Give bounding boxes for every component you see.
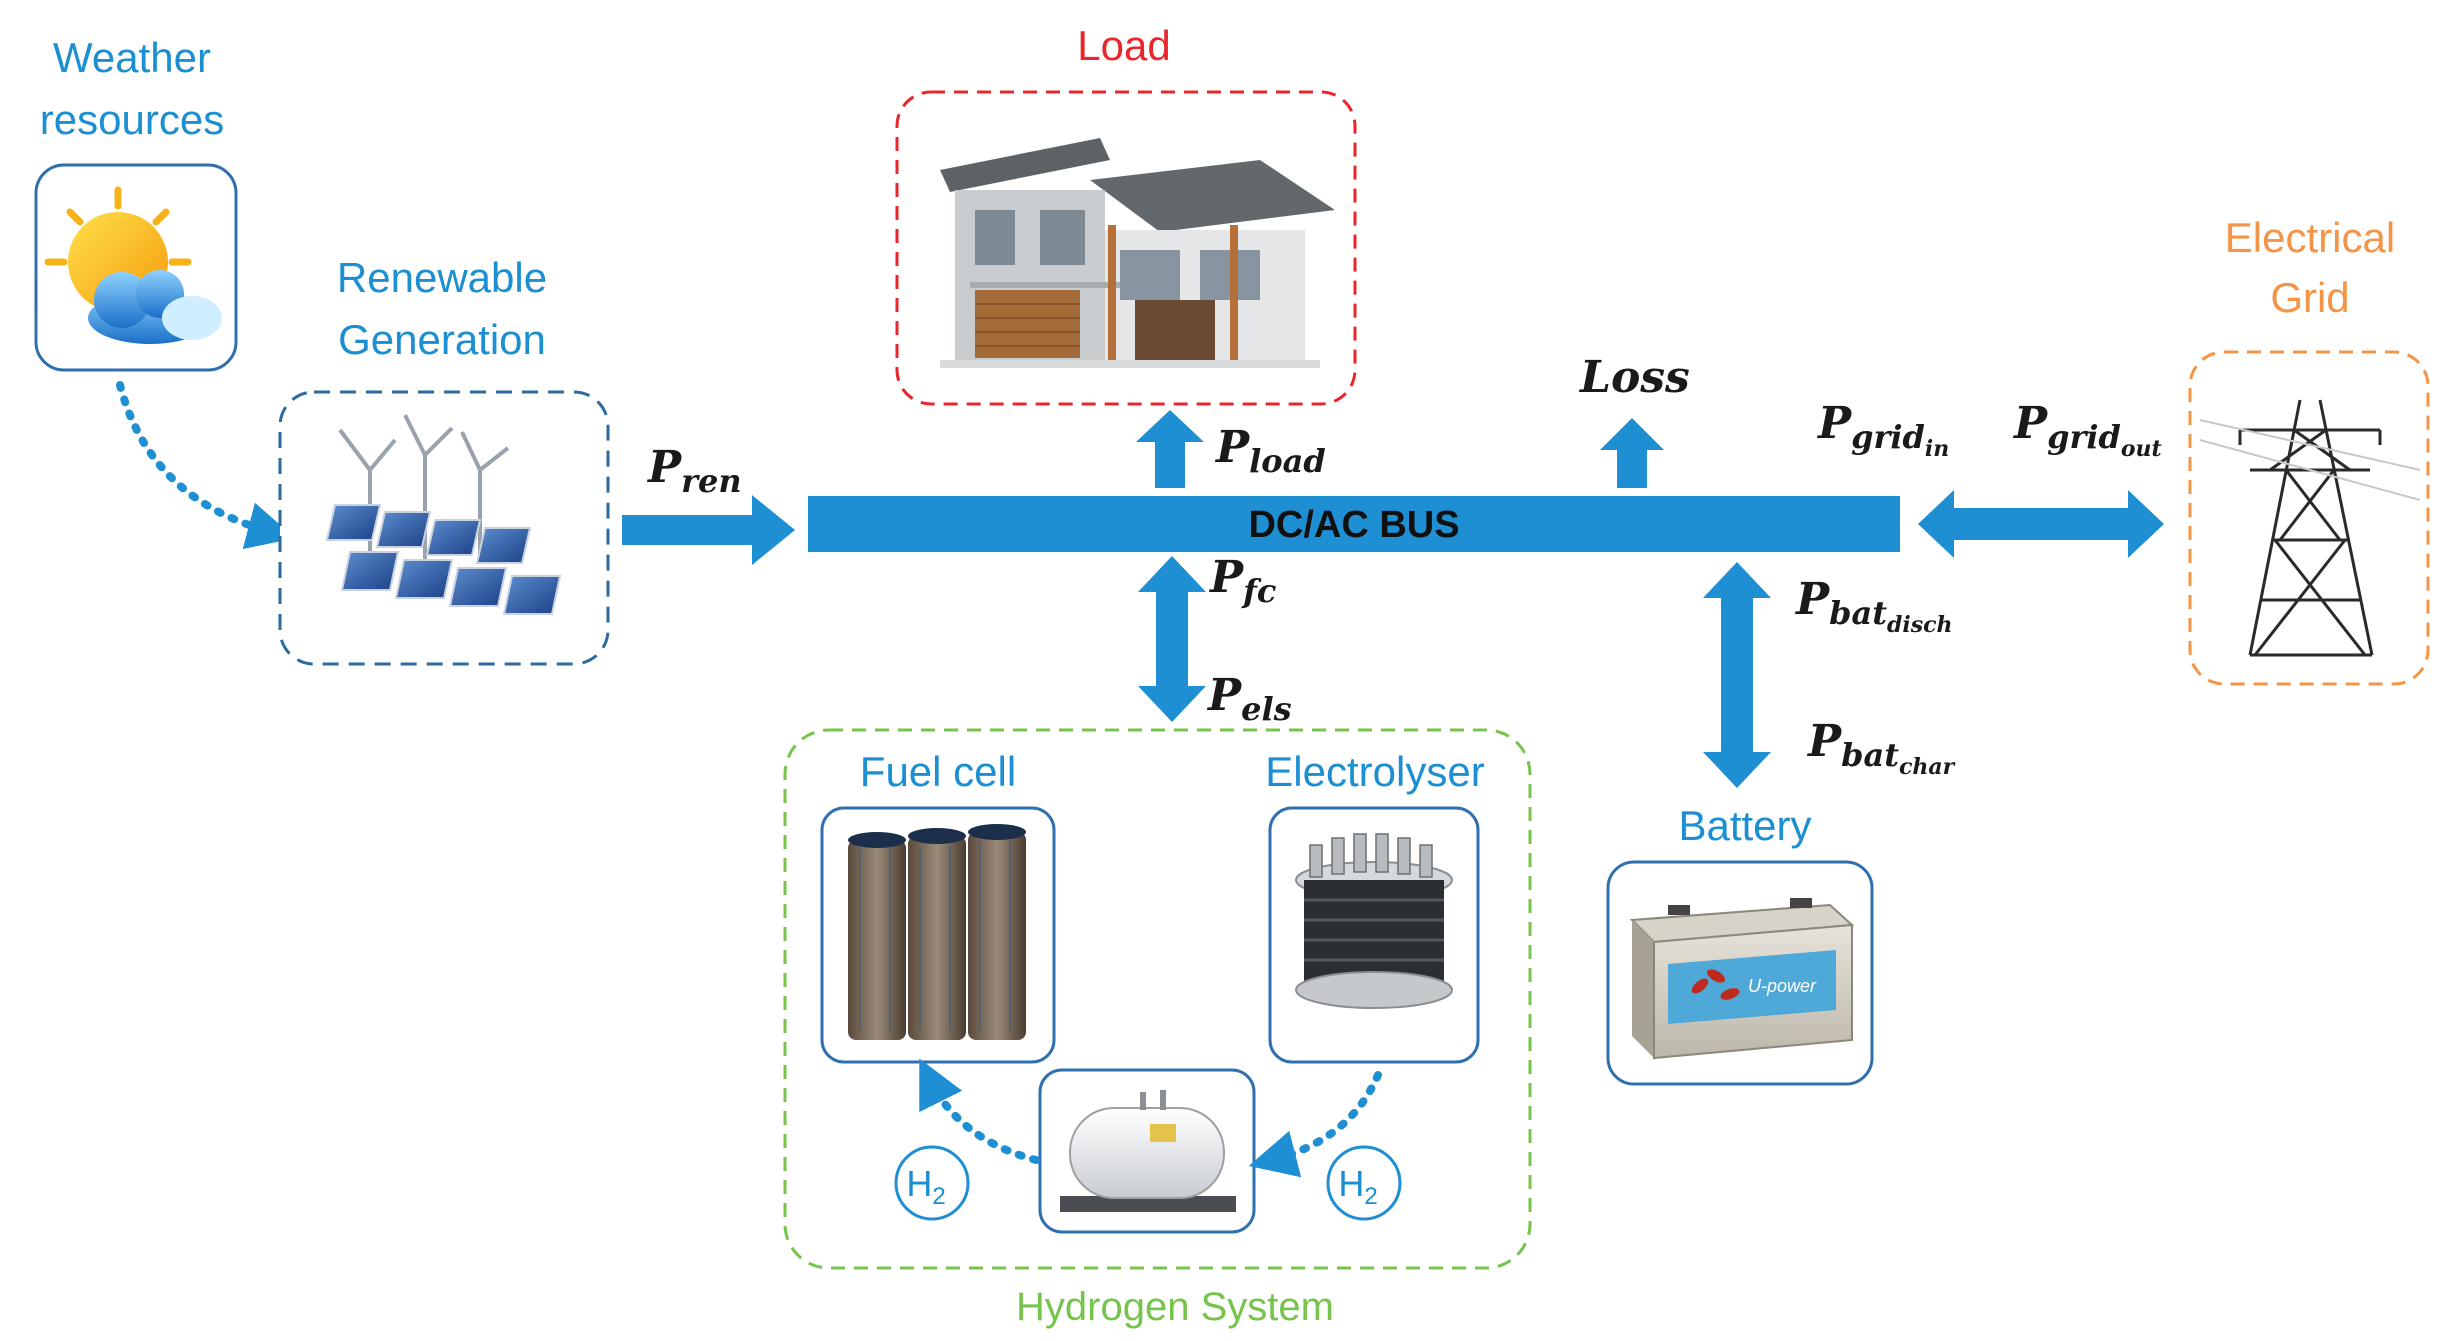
renewable-label-line1: Renewable bbox=[337, 254, 547, 301]
solar-panels-icon bbox=[325, 504, 562, 615]
p-grid-out-sub: grid bbox=[2047, 418, 2121, 456]
grid-box bbox=[2188, 350, 2430, 686]
p-grid-in-sub: grid bbox=[1851, 418, 1925, 456]
p-bat-char-label: Pbatchar bbox=[1806, 716, 1956, 780]
weather-label-line2: resources bbox=[40, 96, 224, 143]
bus-label: DC/AC BUS bbox=[1248, 504, 1459, 546]
fuel-cell-icon bbox=[848, 824, 1026, 1040]
wind-turbines-icon bbox=[338, 414, 510, 560]
p-fc-sub: fc bbox=[1241, 572, 1276, 610]
p-grid-in-label: Pgridin bbox=[1816, 398, 1949, 462]
p-els-label: Pels bbox=[1206, 670, 1292, 728]
h2-right-h: H bbox=[1338, 1163, 1364, 1204]
grid-label-line2: Grid bbox=[2270, 274, 2349, 321]
house-icon bbox=[940, 138, 1335, 368]
grid-label-line1: Electrical bbox=[2225, 214, 2395, 261]
p-load-label: Pload bbox=[1214, 422, 1326, 480]
h2-left-sub: 2 bbox=[932, 1183, 945, 1210]
hydrogen-label: Hydrogen System bbox=[1016, 1285, 1334, 1329]
battery-label: Battery bbox=[1678, 802, 1811, 849]
electrolyser-to-tank-arrow bbox=[1248, 1071, 1382, 1178]
p-bat-char-sub: bat bbox=[1841, 736, 1899, 774]
weather-to-renewable-arrow bbox=[116, 381, 296, 550]
load-label: Load bbox=[1077, 22, 1170, 69]
battery-brand-text: U-power bbox=[1748, 976, 1817, 996]
h2-label-right: H2 bbox=[1338, 1163, 1377, 1210]
p-bat-char-p: P bbox=[1806, 716, 1843, 767]
p-grid-out-subsub: out bbox=[2121, 436, 2162, 462]
electrolyser-label: Electrolyser bbox=[1265, 748, 1484, 795]
p-load-sub: load bbox=[1249, 442, 1326, 480]
p-ren-p: P bbox=[646, 442, 683, 493]
hydrogen-tank-icon bbox=[1060, 1090, 1236, 1212]
p-ren-arrow bbox=[622, 495, 795, 565]
renewable-label-line2: Generation bbox=[338, 316, 546, 363]
p-els-sub: els bbox=[1241, 690, 1292, 728]
battery-double-arrow bbox=[1703, 562, 1771, 788]
p-bat-disch-subsub: disch bbox=[1887, 612, 1953, 638]
p-bat-char-subsub: char bbox=[1899, 754, 1956, 780]
tank-to-fuel-cell-arrow bbox=[919, 1058, 1040, 1164]
p-ren-label: Pren bbox=[646, 442, 742, 500]
h2-circle-right bbox=[1326, 1145, 1402, 1221]
p-fc-p: P bbox=[1208, 552, 1245, 603]
battery-icon: U-power bbox=[1629, 898, 1855, 1060]
battery-group: Battery U-power bbox=[1606, 802, 1874, 1086]
fc-els-double-arrow bbox=[1138, 556, 1206, 722]
fuel-cell-label: Fuel cell bbox=[860, 748, 1016, 795]
p-els-p: P bbox=[1206, 670, 1243, 721]
electrical-grid-group: Electrical Grid bbox=[2188, 214, 2430, 686]
p-bat-disch-p: P bbox=[1794, 574, 1831, 625]
p-grid-in-p: P bbox=[1816, 398, 1853, 449]
p-bat-disch-sub: bat bbox=[1829, 594, 1887, 632]
p-load-p: P bbox=[1214, 422, 1251, 473]
electrolyser-icon bbox=[1295, 833, 1453, 1009]
p-ren-sub: ren bbox=[681, 462, 741, 500]
p-grid-in-subsub: in bbox=[1925, 436, 1949, 462]
renewable-generation-group: Renewable Generation bbox=[278, 254, 610, 666]
load-group: Load bbox=[895, 22, 1357, 406]
p-grid-out-p: P bbox=[2012, 398, 2049, 449]
weather-resources-group: Weather resources bbox=[34, 34, 238, 372]
grid-double-arrow bbox=[1918, 490, 2164, 558]
h2-right-sub: 2 bbox=[1364, 1183, 1377, 1210]
h2-left-h: H bbox=[906, 1163, 932, 1204]
loss-arrow bbox=[1600, 418, 1664, 488]
p-fc-label: Pfc bbox=[1208, 552, 1276, 610]
weather-label-line1: Weather bbox=[53, 34, 211, 81]
transmission-tower-icon bbox=[2238, 399, 2382, 657]
dc-ac-bus bbox=[808, 496, 1900, 552]
p-grid-out-label: Pgridout bbox=[2012, 398, 2162, 462]
loss-label: Loss bbox=[1578, 352, 1690, 403]
load-arrow bbox=[1136, 410, 1204, 488]
p-bat-disch-label: Pbatdisch bbox=[1794, 574, 1953, 638]
h2-circle-left bbox=[894, 1145, 970, 1221]
sun-cloud-icon bbox=[44, 186, 222, 344]
h2-label-left: H2 bbox=[906, 1163, 945, 1210]
hydrogen-system-group: Hydrogen System Fuel cell Electrolyser bbox=[783, 728, 1532, 1329]
